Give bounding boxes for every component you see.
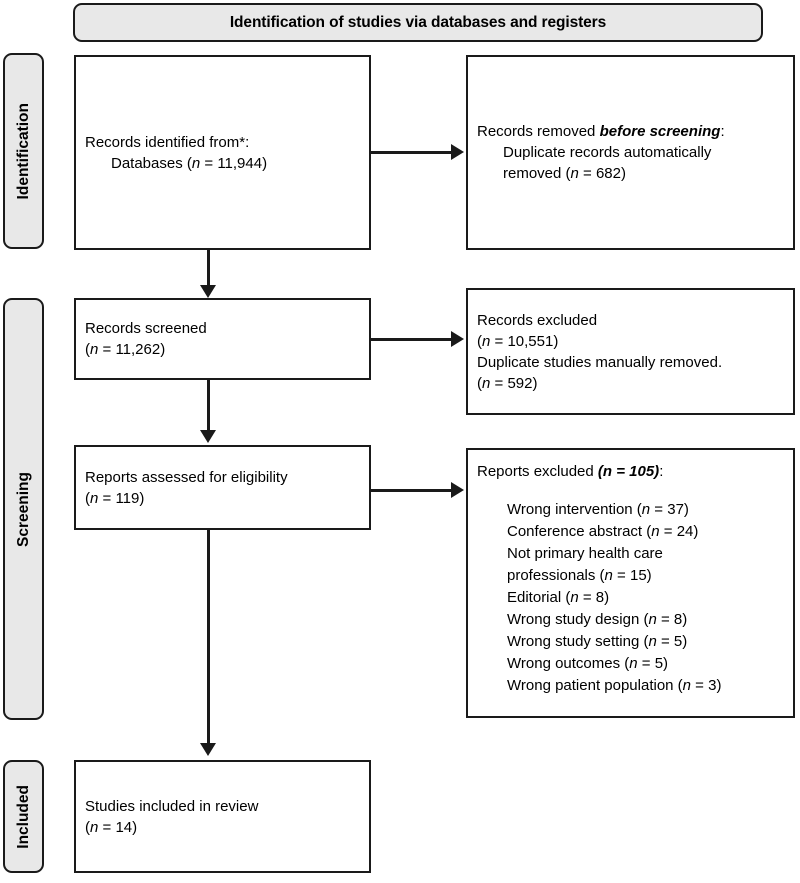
- connector-identified-to-removed: [371, 151, 453, 154]
- reports-excluded-reason-list: Wrong intervention (n = 37) Conference a…: [477, 499, 784, 697]
- box-records-identified: Records identified from*: Databases (n =…: [74, 55, 371, 250]
- list-item: Editorial (n = 8): [507, 589, 610, 606]
- studies-included-line2: (n = 14): [85, 818, 138, 836]
- list-item: Wrong study setting (n = 5): [507, 633, 688, 650]
- stage-tab-screening-label: Screening: [14, 471, 32, 547]
- phase-banner-title: Identification of studies via databases …: [229, 13, 607, 31]
- eligibility-line1: Reports assessed for eligibility: [85, 468, 288, 486]
- studies-included-line1: Studies included in review: [85, 797, 259, 815]
- records-removed-line2: Duplicate records automatically: [503, 144, 712, 161]
- phase-banner-identification: Identification of studies via databases …: [73, 3, 763, 42]
- box-reports-excluded: Reports excluded (n = 105): Wrong interv…: [466, 448, 795, 718]
- list-item: Not primary health care: [507, 545, 663, 562]
- arrow-down-icon: [200, 430, 216, 443]
- list-item: professionals (n = 15): [507, 567, 652, 584]
- list-item: Wrong study design (n = 8): [507, 611, 688, 628]
- records-removed-line3: removed (n = 682): [503, 165, 626, 182]
- connector-screened-to-records-excluded: [371, 338, 453, 341]
- connector-screened-to-eligibility: [207, 380, 210, 432]
- stage-tab-identification: Identification: [3, 53, 44, 249]
- connector-eligibility-to-reports-excluded: [371, 489, 453, 492]
- stage-tab-included: Included: [3, 760, 44, 873]
- list-item: Wrong intervention (n = 37): [507, 501, 689, 518]
- box-studies-included: Studies included in review (n = 14): [74, 760, 371, 873]
- list-item: Conference abstract (n = 24): [507, 523, 699, 540]
- records-excluded-line2: (n = 10,551): [477, 332, 559, 350]
- arrow-right-icon: [451, 331, 464, 347]
- records-excluded-line3: Duplicate studies manually removed.: [477, 353, 723, 371]
- arrow-down-icon: [200, 285, 216, 298]
- records-excluded-line4: (n = 592): [477, 374, 538, 392]
- box-records-screened: Records screened (n = 11,262): [74, 298, 371, 380]
- box-records-removed: Records removed before screening: Duplic…: [466, 55, 795, 250]
- stage-tab-screening: Screening: [3, 298, 44, 720]
- connector-identified-to-screened: [207, 250, 210, 287]
- records-excluded-line1: Records excluded: [477, 311, 598, 329]
- arrow-right-icon: [451, 144, 464, 160]
- list-item: Wrong patient population (n = 3): [507, 677, 722, 694]
- arrow-right-icon: [451, 482, 464, 498]
- records-removed-line1: Records removed before screening:: [477, 123, 725, 140]
- records-identified-line1: Records identified from*:: [85, 133, 250, 151]
- box-records-excluded: Records excluded (n = 10,551) Duplicate …: [466, 288, 795, 415]
- records-screened-line1: Records screened: [85, 320, 207, 337]
- box-reports-assessed-eligibility: Reports assessed for eligibility (n = 11…: [74, 445, 371, 530]
- arrow-down-icon: [200, 743, 216, 756]
- records-screened-line2: (n = 11,262): [85, 341, 166, 358]
- records-identified-line2: Databases (n = 11,944): [111, 154, 268, 172]
- list-item: Wrong outcomes (n = 5): [507, 655, 669, 672]
- connector-eligibility-to-included: [207, 530, 210, 745]
- reports-excluded-heading: Reports excluded (n = 105):: [477, 463, 664, 480]
- stage-tab-included-label: Included: [14, 784, 32, 849]
- stage-tab-identification-label: Identification: [14, 102, 32, 200]
- eligibility-line2: (n = 119): [85, 489, 145, 507]
